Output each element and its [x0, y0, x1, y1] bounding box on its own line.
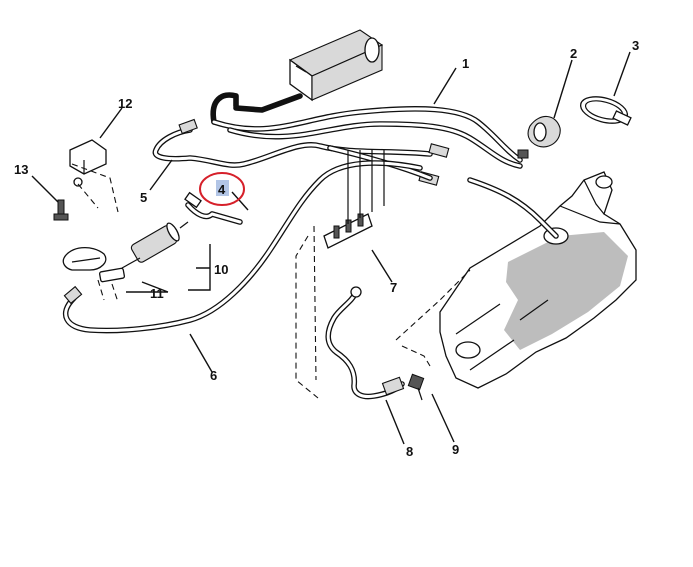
bolt-part-13	[53, 199, 69, 221]
callout-4: 4	[218, 182, 226, 197]
callout-11: 11	[150, 286, 164, 301]
callout-12: 12	[118, 96, 132, 111]
callout-9: 9	[452, 442, 459, 457]
bracket-part-12	[69, 139, 107, 187]
callout-3: 3	[632, 38, 639, 53]
highlight-circle	[199, 172, 245, 206]
fastener-part-9	[407, 373, 425, 401]
line-bracket-part-7	[323, 150, 385, 249]
fuel-filter-assembly	[62, 191, 243, 283]
callout-13: 13	[14, 162, 28, 177]
vapor-canister	[233, 29, 384, 113]
grommet-part-2	[517, 115, 561, 159]
wiring-harness-part-8	[325, 286, 405, 400]
fuel-line-part-6	[62, 160, 423, 334]
hose-clamp-part-3	[579, 96, 632, 126]
callout-labels: 1 2 3 4 5 6 7 8 9 10 11 12 13	[14, 38, 639, 459]
callout-6: 6	[210, 368, 217, 383]
callout-leaders	[31, 51, 631, 445]
fuel-tank	[439, 171, 637, 389]
callout-1: 1	[462, 56, 469, 71]
callout-2: 2	[570, 46, 577, 61]
phantom-guide-lines	[71, 163, 471, 399]
callout-8: 8	[406, 444, 413, 459]
callout-7: 7	[390, 280, 397, 295]
callout-10: 10	[214, 262, 228, 277]
callout-5: 5	[140, 190, 147, 205]
